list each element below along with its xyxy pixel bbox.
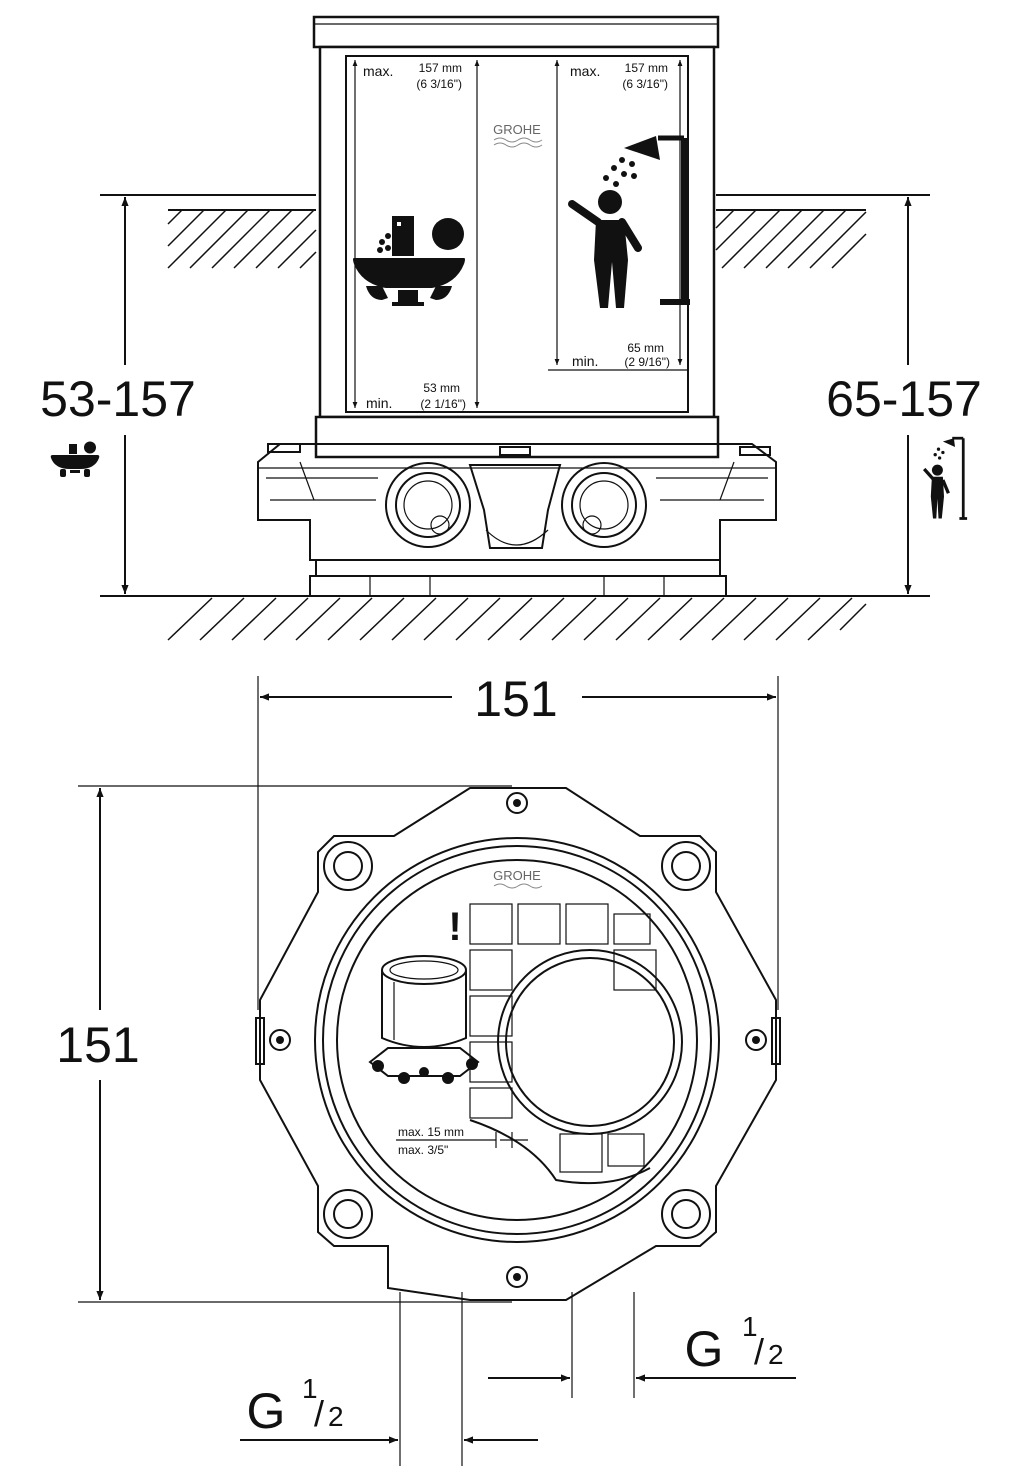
width-dimension-label: 151 — [474, 671, 557, 727]
mounting-hole-tl — [323, 841, 373, 891]
tile-max-inch: max. 3/5" — [398, 1143, 448, 1157]
valve-body-icon — [368, 955, 480, 1084]
shower-person-icon — [568, 135, 690, 308]
rough-in-collar — [314, 415, 720, 459]
svg-text:/: / — [314, 1393, 324, 1434]
inlet-port-right — [561, 462, 647, 548]
floor-hatch — [167, 597, 867, 641]
svg-text:GROHE: GROHE — [493, 868, 541, 883]
bath-icon-small — [50, 441, 100, 477]
shower-min-prefix: min. — [572, 353, 598, 369]
screw-right — [745, 1029, 767, 1051]
svg-text:1: 1 — [742, 1311, 758, 1342]
shower-depth-range-label: 65-157 — [826, 371, 982, 427]
mounting-hole-tr — [661, 841, 711, 891]
bath-depth-range-label: 53-157 — [40, 371, 196, 427]
bath-max-prefix: max. — [363, 63, 393, 79]
grohe-logo-top: GROHE — [493, 868, 543, 889]
bath-max-inch: (6 3/16") — [416, 77, 462, 91]
shower-max-inch: (6 3/16") — [622, 77, 668, 91]
bath-min-mm: 53 mm — [423, 381, 460, 395]
shower-min-inch: (2 9/16") — [624, 355, 670, 369]
warning-mark: ! — [448, 905, 461, 949]
shower-icon-small — [922, 436, 968, 520]
rough-in-body — [259, 787, 777, 1301]
inlet-port-left — [385, 462, 471, 548]
shower-max-mm: 157 mm — [625, 61, 668, 75]
bath-min-prefix: min. — [366, 395, 392, 411]
wall-hatch-upper-left — [167, 209, 317, 269]
screw-bottom — [506, 1266, 528, 1288]
svg-text:/: / — [754, 1331, 764, 1372]
mounting-hole-bl — [323, 1189, 373, 1239]
svg-text:G: G — [685, 1321, 724, 1377]
grohe-logo-side: GROHE — [493, 122, 543, 148]
wall-hatch-upper-right — [715, 209, 867, 269]
svg-text:2: 2 — [768, 1339, 784, 1370]
screw-top — [506, 792, 528, 814]
extension-box-body — [318, 45, 716, 419]
svg-text:1: 1 — [302, 1373, 318, 1404]
bath-min-inch: (2 1/16") — [420, 397, 466, 411]
mounting-hole-br — [661, 1189, 711, 1239]
bathtub-icon — [353, 216, 465, 306]
extension-box-top — [312, 15, 720, 49]
svg-text:GROHE: GROHE — [493, 122, 541, 137]
top-view: 151 151 — [40, 668, 796, 1466]
svg-text:2: 2 — [328, 1401, 344, 1432]
thread-label-left: G 1 / 2 — [247, 1373, 344, 1439]
tile-max-mm: max. 15 mm — [398, 1125, 464, 1139]
shower-min-mm: 65 mm — [627, 341, 664, 355]
thread-label-right: G 1 / 2 — [685, 1311, 784, 1377]
height-dimension-label: 151 — [56, 1017, 139, 1073]
svg-text:G: G — [247, 1383, 286, 1439]
bath-max-mm: 157 mm — [419, 61, 462, 75]
screw-left — [269, 1029, 291, 1051]
shower-max-prefix: max. — [570, 63, 600, 79]
valve-cover — [497, 949, 683, 1135]
side-view: 53-157 65-157 — [20, 15, 1010, 641]
